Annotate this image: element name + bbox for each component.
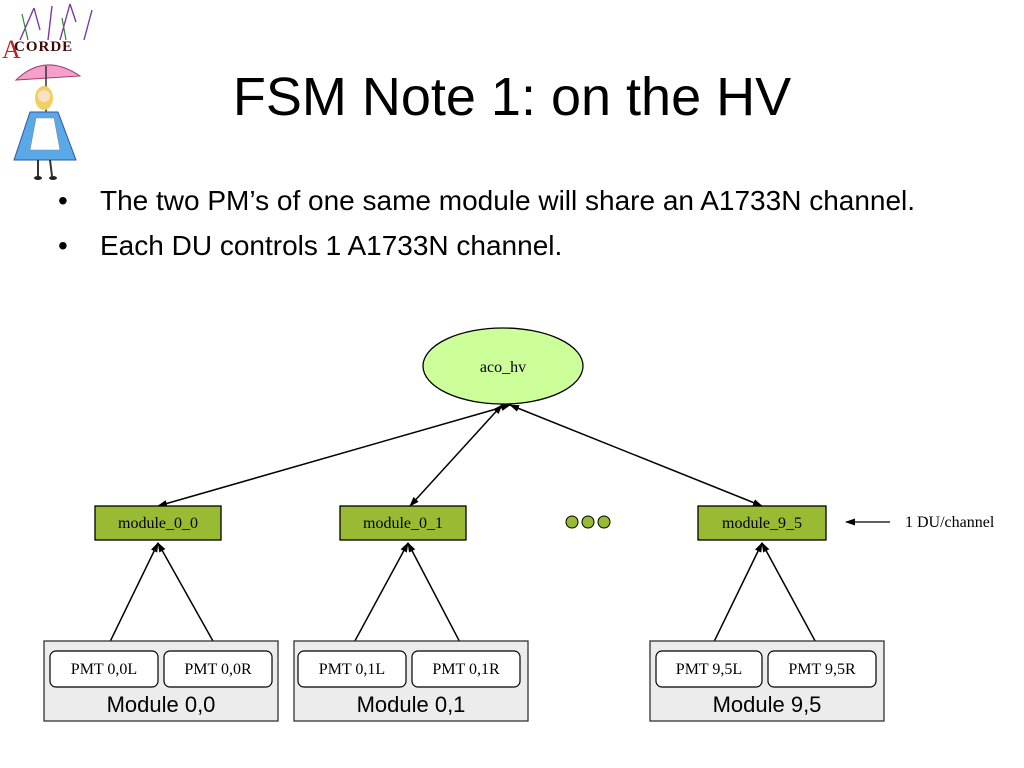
bullet-text: The two PM’s of one same module will sha… — [100, 185, 916, 216]
ellipsis-icon — [565, 515, 611, 529]
module-group: PMT 9,5L PMT 9,5R Module 9,5 — [649, 640, 885, 722]
pmt-label: PMT 0,1L — [319, 661, 385, 678]
annotation-text: 1 DU/channel — [905, 514, 995, 531]
du-node-label: module_0_0 — [118, 515, 198, 532]
pmt-box — [767, 650, 877, 688]
logo-text: CORDE — [14, 39, 74, 55]
module-group: PMT 0,1L PMT 0,1R Module 0,1 — [293, 640, 529, 722]
module-label: Module 9,5 — [713, 692, 822, 717]
bullet-item: • Each DU controls 1 A1733N channel. — [58, 227, 988, 264]
pmt-box — [411, 650, 521, 688]
module-group: PMT 0,0L PMT 0,0R Module 0,0 — [43, 640, 279, 722]
ellipsis-dot — [565, 515, 579, 529]
alice-umbrella-icon: A — [2, 3, 93, 180]
pmt-box — [297, 650, 407, 688]
du-node: module_9_5 — [697, 505, 827, 541]
acorde-logo: A CORDE — [0, 0, 110, 190]
du-node-label: module_9_5 — [722, 515, 802, 532]
pmt-label: PMT 0,0L — [71, 661, 137, 678]
connector-du1-pmt-r — [407, 542, 465, 651]
connector-root-du1 — [409, 404, 503, 507]
pmt-box — [49, 650, 159, 688]
bullet-text: Each DU controls 1 A1733N channel. — [100, 230, 563, 261]
du-node: module_0_0 — [94, 505, 222, 541]
ellipsis-dot — [581, 515, 595, 529]
svg-text:A: A — [2, 35, 21, 64]
connector-du1-pmt-l — [349, 542, 409, 651]
pmt-label: PMT 0,0R — [184, 661, 252, 678]
pmt-connectors — [105, 542, 821, 651]
slide-title: FSM Note 1: on the HV — [232, 67, 792, 127]
pmt-label: PMT 0,1R — [432, 661, 500, 678]
root-node: aco_hv — [422, 327, 584, 405]
du-node-box — [697, 505, 827, 541]
bullet-dot-icon: • — [58, 230, 68, 261]
root-label: aco_hv — [480, 359, 526, 376]
pmt-box — [163, 650, 273, 688]
pmt-label: PMT 9,5L — [676, 661, 742, 678]
bullet-dot-icon: • — [58, 185, 68, 216]
connector-du0-pmt-r — [157, 542, 219, 651]
connector-du2-pmt-r — [761, 542, 821, 651]
du-node-label: module_0_1 — [363, 515, 443, 532]
pmt-box — [655, 650, 763, 688]
connector-du2-pmt-l — [709, 542, 763, 651]
du-node-box — [94, 505, 222, 541]
pmt-label: PMT 9,5R — [788, 661, 856, 678]
root-connectors — [157, 404, 763, 507]
bullet-item: • The two PM’s of one same module will s… — [58, 182, 988, 219]
bullet-list: • The two PM’s of one same module will s… — [58, 182, 988, 272]
du-node-box — [339, 505, 467, 541]
module-label: Module 0,0 — [107, 692, 216, 717]
du-node: module_0_1 — [339, 505, 467, 541]
root-ellipse — [422, 327, 584, 405]
connector-root-du0 — [157, 404, 511, 507]
ellipsis-dot — [597, 515, 611, 529]
connector-root-du2 — [509, 404, 763, 507]
module-label: Module 0,1 — [357, 692, 466, 717]
connector-du0-pmt-l — [105, 542, 159, 651]
